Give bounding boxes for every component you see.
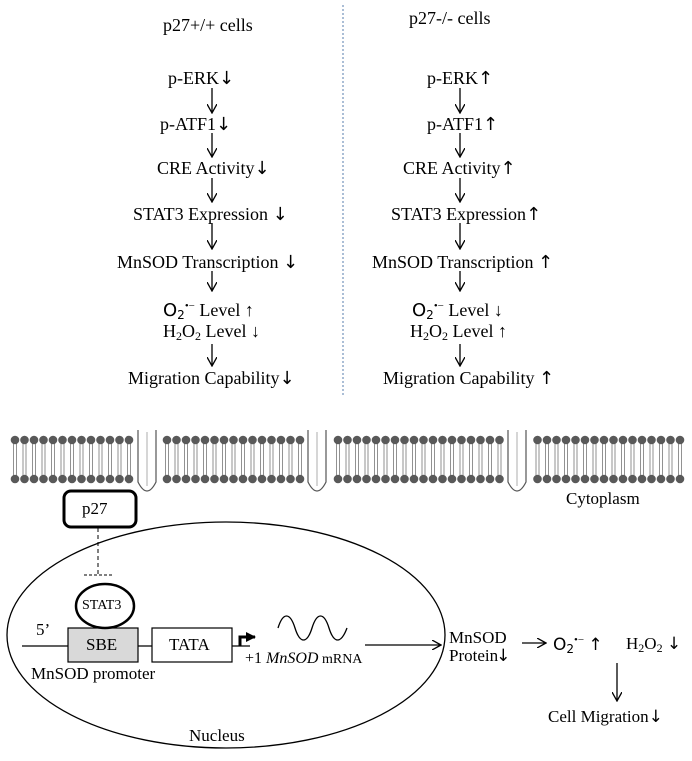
left-step-cre: CRE Activity↓ (157, 158, 270, 179)
nucleus-label: Nucleus (189, 726, 245, 745)
right-migration: Migration Capability ↑ (383, 368, 555, 389)
right-step-p-erk: p-ERK↑ (427, 68, 494, 89)
five-prime-label: 5’ (36, 620, 51, 639)
mrna-wave (277, 615, 348, 641)
p27-label: p27 (82, 499, 108, 518)
cytoplasm-label: Cytoplasm (566, 489, 640, 508)
cell-migration-label: Cell Migration↓ (548, 707, 663, 727)
stat3-label: STAT3 (82, 598, 122, 613)
left-o2-level: O2•− Level ↑ (163, 300, 254, 322)
left-h2o2-level: H2O2 Level ↓ (163, 321, 260, 343)
right-header: p27-/- cells (409, 8, 491, 28)
mnsod-protein-line1: MnSOD (449, 628, 507, 647)
right-step-mnsod: MnSOD Transcription ↑ (372, 252, 554, 273)
left-step-p-atf1: p-ATF1↓ (160, 114, 232, 135)
right-o2-level: O2•− Level ↓ (412, 300, 503, 322)
left-header: p27+/+ cells (163, 15, 253, 35)
right-h2o2-level: H2O2 Level ↑ (410, 321, 507, 343)
cell-membrane (10, 430, 685, 492)
tata-box (151, 627, 233, 663)
p27-box (62, 489, 138, 529)
promoter-label: MnSOD promoter (31, 664, 156, 683)
o2-result: O2•− ↑ (553, 634, 603, 656)
left-step-p-erk: p-ERK↓ (168, 68, 235, 89)
mrna-label: +1 MnSOD mRNA (245, 650, 363, 667)
right-step-p-atf1: p-ATF1↑ (427, 114, 499, 135)
h2o2-result: H2O2 ↓ (626, 634, 682, 655)
tata-label: TATA (169, 635, 210, 654)
left-migration: Migration Capability↓ (128, 368, 295, 389)
mnsod-protein-line2: Protein↓ (449, 646, 511, 666)
sbe-label: SBE (86, 635, 118, 654)
left-step-mnsod: MnSOD Transcription ↓ (117, 252, 299, 273)
nucleus (6, 521, 446, 749)
right-step-cre: CRE Activity↑ (403, 158, 516, 179)
transcription-start-arrow (238, 632, 256, 646)
stat3-oval (74, 582, 136, 630)
right-step-stat3: STAT3 Expression↑ (391, 204, 542, 225)
left-step-stat3: STAT3 Expression ↓ (133, 204, 288, 225)
